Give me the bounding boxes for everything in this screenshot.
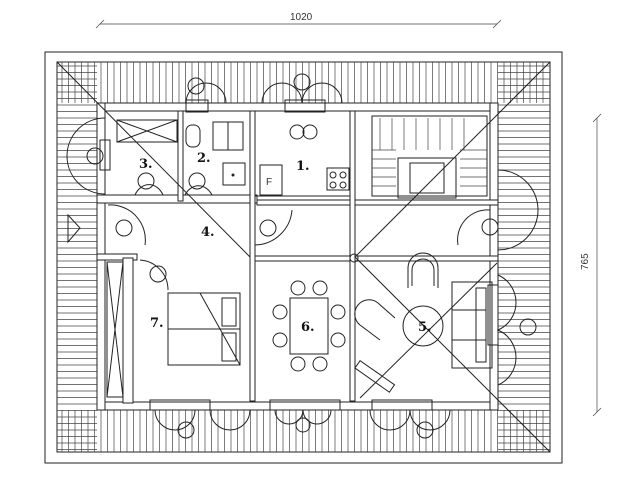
toilet-icon (185, 124, 201, 148)
dining-chair (290, 356, 306, 372)
sink-icon (289, 124, 305, 140)
fireplace (397, 157, 457, 199)
coffee-table (402, 305, 444, 347)
dining-chair (330, 304, 346, 320)
dining-chair (312, 280, 328, 296)
armchair-left (354, 299, 396, 341)
dining-furniture (272, 280, 346, 372)
fireplace-grate (409, 162, 445, 194)
staircase (371, 115, 488, 199)
dining-table (289, 297, 329, 355)
dining-chair (272, 304, 288, 320)
room-3-label: 3. (139, 157, 153, 172)
kitchen-fixtures: F (254, 110, 351, 197)
fridge-label: F (266, 177, 272, 188)
dining-chair (290, 280, 306, 296)
walls (96, 102, 499, 411)
dining-chair (272, 332, 288, 348)
room-7-label: 7. (150, 316, 164, 331)
dining-chair (330, 332, 346, 348)
bathroom-fixtures (116, 119, 246, 186)
room-labels: 1. 2. 3. 4. 5. 6. 7. (139, 151, 432, 335)
outer-frame (44, 51, 563, 464)
roof-edge (56, 61, 551, 453)
height-label: 765 (580, 253, 591, 270)
wardrobe (106, 261, 124, 398)
windows (99, 99, 499, 411)
width-label: 1020 (290, 12, 313, 23)
bed (167, 292, 241, 366)
sofa (451, 281, 493, 369)
room-2-label: 2. (197, 151, 211, 166)
room-5-label: 5. (418, 320, 432, 335)
room-6-label: 6. (301, 320, 315, 335)
fridge (259, 164, 283, 196)
room-1-label: 1. (296, 159, 310, 174)
washbasin-icon (222, 162, 246, 186)
dining-chair (312, 356, 328, 372)
living-room-furniture (354, 252, 493, 393)
stove-icon (326, 167, 350, 191)
roof-hatching (57, 62, 550, 452)
armchair-top (407, 252, 439, 288)
width-dimension: 1020 (95, 12, 502, 29)
doors (66, 73, 539, 439)
lounge-chair (354, 359, 396, 393)
room-4-label: 4. (201, 225, 215, 240)
height-dimension: 765 (580, 113, 602, 417)
